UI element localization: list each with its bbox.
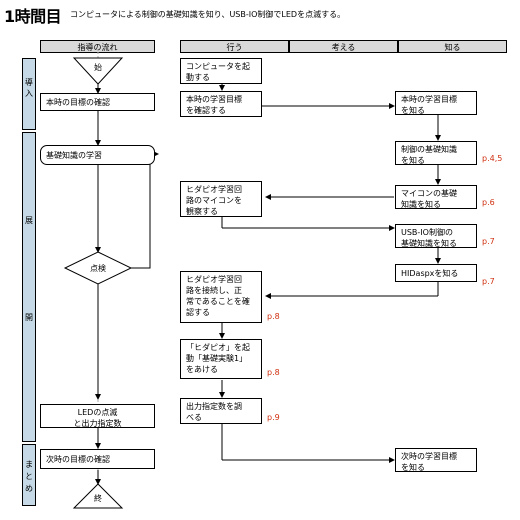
page-ref-a4: p.8 (267, 312, 280, 321)
check-diamond (63, 251, 133, 285)
page-subtitle: コンピュータによる制御の基礎知識を知り、USB-IO制御でLEDを点滅する。 (70, 10, 346, 19)
section-intro: 導入 (22, 58, 36, 130)
act-box-3: ヒダピオ学習回路のマイコンを観察する (180, 181, 262, 217)
header-think: 考える (289, 40, 398, 53)
loop-check-study (131, 153, 158, 269)
act-box-5: 「ヒダピオ」を起動「基礎実験1」をあける (180, 339, 262, 379)
flow-next-box: 次時の目標の確認 (40, 449, 155, 469)
page-ref-k3: p.6 (482, 198, 495, 207)
page-ref-k4: p.7 (482, 237, 495, 246)
know-box-2: 制御の基礎知識を知る (395, 141, 477, 165)
header-act: 行う (180, 40, 289, 53)
section-summary: まとめ (22, 444, 36, 506)
act-box-4: ヒダピオ学習回路を接続し、正常であることを確認する (180, 271, 262, 323)
flow-study-box: 基礎知識の学習 (40, 145, 155, 165)
start-triangle (72, 57, 124, 85)
header-know: 知る (398, 40, 507, 53)
flow-goal-box: 本時の目標の確認 (40, 93, 155, 111)
act-box-6: 出力指定数を調べる (180, 398, 262, 424)
act-box-2: 本時の学習目標を確認する (180, 91, 262, 117)
page-ref-k2: p.4,5 (482, 154, 503, 163)
know-box-4: USB-IO制御の基礎知識を知る (395, 224, 477, 248)
page-ref-k5: p.7 (482, 277, 495, 286)
flow-led-box: LEDの点滅と出力指定数 (40, 404, 155, 428)
know-box-5: HIDaspxを知る (395, 264, 477, 282)
page-ref-a6: p.9 (267, 413, 280, 422)
section-development: 展開 (22, 132, 36, 442)
end-triangle (72, 483, 124, 509)
end-label: 終 (94, 493, 102, 503)
know-box-6: 次時の学習目標を知る (395, 448, 477, 472)
start-label: 始 (94, 62, 102, 72)
check-label: 点検 (90, 263, 106, 273)
page-ref-a5: p.8 (267, 368, 280, 377)
act-box-1: コンピュータを起動する (180, 58, 262, 84)
know-box-1: 本時の学習目標を知る (395, 91, 477, 115)
page-title: 1時間目 (4, 7, 62, 26)
know-box-3: マイコンの基礎知識を知る (395, 185, 477, 209)
